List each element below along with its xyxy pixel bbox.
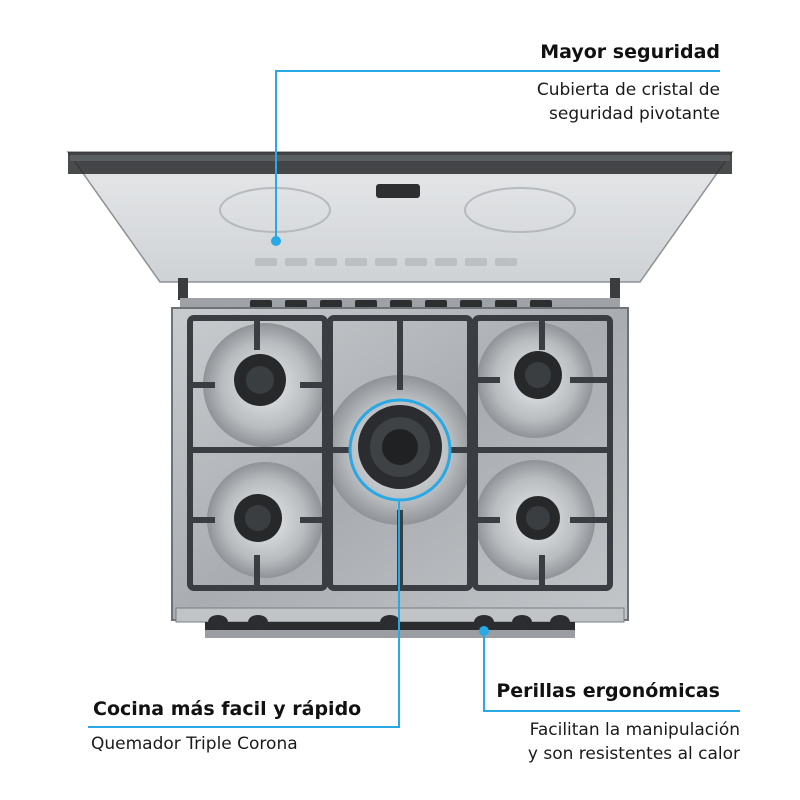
- knobs-callout-title: Perillas ergonómicas: [496, 680, 720, 702]
- control-panel: [175, 607, 625, 638]
- knobs-callout-desc-1: Facilitan la manipulación: [529, 720, 740, 740]
- knobs: [208, 615, 570, 629]
- burner-callout-title: Cocina más facil y rápido: [93, 698, 362, 720]
- knobs-callout-line-v: [483, 632, 485, 712]
- cast-iron-grates: [187, 315, 613, 591]
- knobs-callout-dot: [479, 626, 489, 636]
- burner-callout-desc-1: Quemador Triple Corona: [91, 734, 298, 754]
- safety-callout-line-v: [275, 70, 277, 240]
- safety-callout-desc-2: seguridad pivotante: [549, 104, 720, 124]
- burner-callout-line-h: [88, 726, 400, 728]
- safety-callout-desc-1: Cubierta de cristal de: [536, 80, 720, 100]
- burners: [234, 351, 562, 542]
- triple-crown-highlight: [348, 398, 452, 502]
- safety-callout-title: Mayor seguridad: [540, 41, 720, 63]
- safety-callout-line-h: [275, 70, 720, 72]
- knobs-callout-desc-2: y son resistentes al calor: [527, 744, 740, 764]
- safety-callout-dot: [271, 236, 281, 246]
- burner-callout-line-v: [398, 500, 400, 726]
- glass-lid: [66, 151, 734, 300]
- knobs-callout-line-h: [483, 710, 740, 712]
